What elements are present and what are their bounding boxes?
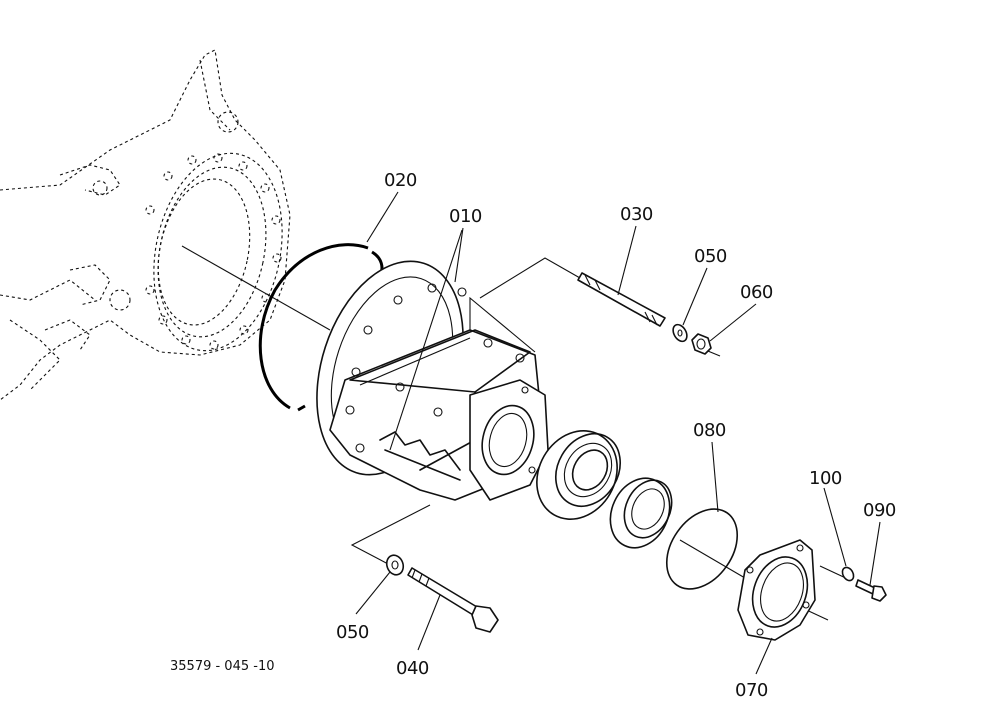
long-bolt bbox=[407, 567, 499, 633]
cover-plate bbox=[737, 539, 816, 641]
label-090: 090 bbox=[863, 500, 896, 521]
assembly-axis-lines bbox=[181, 245, 851, 621]
label-100: 100 bbox=[809, 468, 842, 489]
axle-housing bbox=[316, 260, 549, 501]
label-010: 010 bbox=[449, 206, 482, 227]
lock-washer-cover bbox=[841, 566, 855, 582]
transmission-case bbox=[0, 49, 291, 401]
label-030: 030 bbox=[620, 204, 653, 225]
drawing-code: 35579 - 045 -10 bbox=[170, 659, 275, 674]
oil-seal bbox=[609, 477, 673, 549]
hex-nut bbox=[691, 333, 712, 355]
label-080: 080 bbox=[693, 420, 726, 441]
small-o-ring bbox=[665, 508, 739, 590]
part-labels: 020 010 030 050 060 080 100 090 050 040 … bbox=[170, 170, 896, 701]
lock-washer-lower bbox=[385, 554, 405, 576]
ball-bearing bbox=[536, 430, 621, 520]
leader-lines bbox=[355, 191, 881, 675]
lock-washer-upper bbox=[672, 323, 688, 343]
label-060: 060 bbox=[740, 282, 773, 303]
label-050-lower: 050 bbox=[336, 622, 369, 643]
label-050-upper: 050 bbox=[694, 246, 727, 267]
label-070: 070 bbox=[735, 680, 768, 701]
label-040: 040 bbox=[396, 658, 429, 679]
stud-bolt bbox=[577, 272, 666, 327]
cover-bolt bbox=[855, 579, 887, 602]
label-020: 020 bbox=[384, 170, 417, 191]
